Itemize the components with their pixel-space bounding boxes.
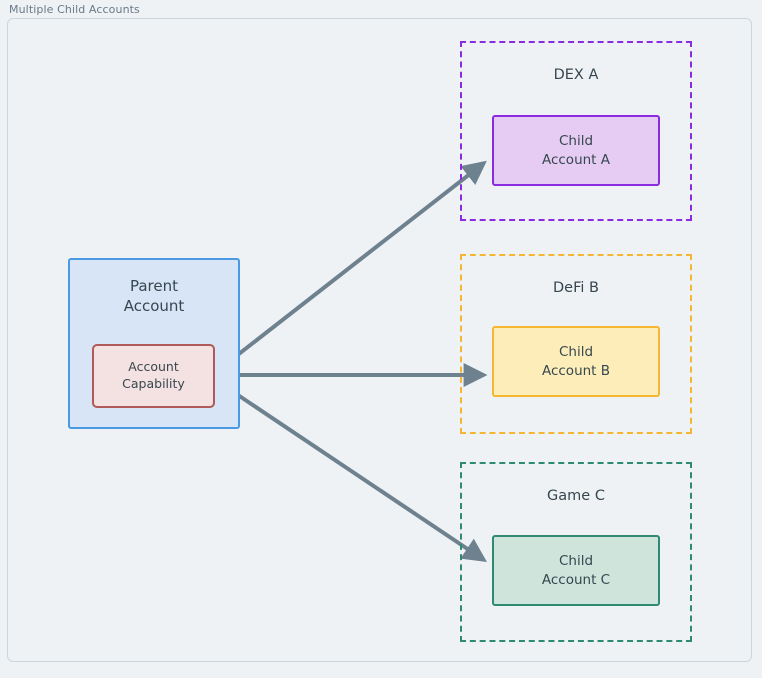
node-child-account-c-line2: Account C bbox=[541, 571, 611, 588]
node-parent-account-line1: Parent bbox=[129, 277, 179, 295]
frame-title: Multiple Child Accounts bbox=[9, 3, 140, 16]
node-child-account-b[interactable]: Child Account B bbox=[492, 326, 660, 397]
node-child-account-a[interactable]: Child Account A bbox=[492, 115, 660, 186]
cluster-defi-b: DeFi B bbox=[460, 254, 692, 434]
node-child-account-c-line1: Child bbox=[558, 553, 594, 570]
cluster-game-c-label: Game C bbox=[547, 488, 605, 504]
cluster-dex-a: DEX A bbox=[460, 41, 692, 221]
node-account-capability[interactable]: Account Capability bbox=[92, 344, 215, 408]
cluster-game-c: Game C bbox=[460, 462, 692, 642]
node-child-account-a-line1: Child bbox=[558, 133, 594, 150]
node-child-account-c[interactable]: Child Account C bbox=[492, 535, 660, 606]
node-account-capability-line2: Capability bbox=[122, 376, 185, 391]
node-child-account-b-line1: Child bbox=[558, 344, 594, 361]
cluster-defi-b-label: DeFi B bbox=[553, 280, 599, 296]
node-child-account-a-line2: Account A bbox=[541, 151, 611, 168]
node-account-capability-line1: Account bbox=[128, 359, 179, 375]
node-parent-account-line2: Account bbox=[123, 297, 185, 316]
node-child-account-b-line2: Account B bbox=[541, 362, 611, 379]
cluster-dex-a-label: DEX A bbox=[553, 67, 599, 83]
